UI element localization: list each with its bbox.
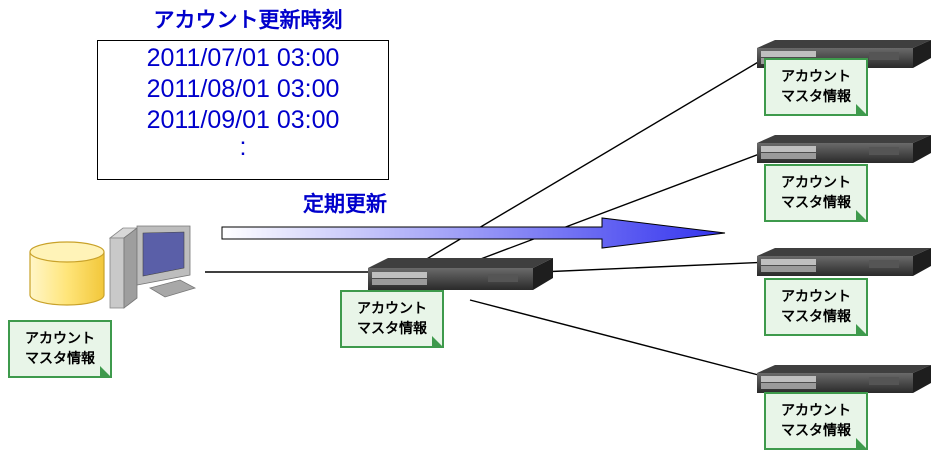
- note-fold: [100, 366, 112, 378]
- schedule-entry: 2011/09/01 03:00: [146, 106, 340, 134]
- note-fold: [856, 438, 868, 450]
- account-master-note-core-switch: アカウント マスタ情報: [340, 290, 444, 348]
- note-fold: [856, 104, 868, 116]
- network-switch-icon: [757, 365, 931, 393]
- note-line-2: マスタ情報: [781, 309, 851, 325]
- note-line-2: マスタ情報: [781, 89, 851, 105]
- link-to-switch-4: [469, 299, 771, 379]
- note-line-2: マスタ情報: [781, 423, 851, 439]
- update-schedule-title: アカウント更新時刻: [153, 8, 343, 32]
- note-line-2: マスタ情報: [357, 321, 427, 337]
- pc-icon: [108, 225, 197, 309]
- note-line-1: アカウント: [25, 331, 95, 347]
- note-fold: [432, 336, 444, 348]
- note-line-2: マスタ情報: [25, 351, 95, 367]
- note-fold: [856, 210, 868, 222]
- schedule-entry: 2011/07/01 03:00: [146, 44, 340, 72]
- account-master-note-switch-3: アカウント マスタ情報: [764, 278, 868, 336]
- network-switch-icon: [757, 135, 931, 163]
- schedule-entry-ellipsis: :: [239, 133, 247, 161]
- note-line-1: アカウント: [781, 403, 851, 419]
- note-line-2: マスタ情報: [781, 195, 851, 211]
- periodic-update-label: 定期更新: [303, 192, 387, 216]
- note-line-1: アカウント: [781, 69, 851, 85]
- account-master-note-switch-4: アカウント マスタ情報: [764, 392, 868, 450]
- update-schedule-box: 2011/07/01 03:00 2011/08/01 03:00 2011/0…: [97, 40, 389, 180]
- note-line-1: アカウント: [781, 289, 851, 305]
- network-switch-icon: [368, 258, 553, 290]
- note-fold: [856, 324, 868, 336]
- note-line-1: アカウント: [781, 175, 851, 191]
- note-line-1: アカウント: [357, 301, 427, 317]
- account-master-note-switch-1: アカウント マスタ情報: [764, 58, 868, 116]
- database-icon: [29, 241, 105, 306]
- schedule-entry: 2011/08/01 03:00: [146, 75, 340, 103]
- network-switch-icon: [757, 248, 931, 276]
- periodic-update-arrow: [221, 217, 726, 249]
- link-to-switch-3: [539, 261, 771, 273]
- account-master-note-switch-2: アカウント マスタ情報: [764, 164, 868, 222]
- account-master-note-server: アカウント マスタ情報: [8, 320, 112, 378]
- link-to-switch-2: [469, 149, 771, 264]
